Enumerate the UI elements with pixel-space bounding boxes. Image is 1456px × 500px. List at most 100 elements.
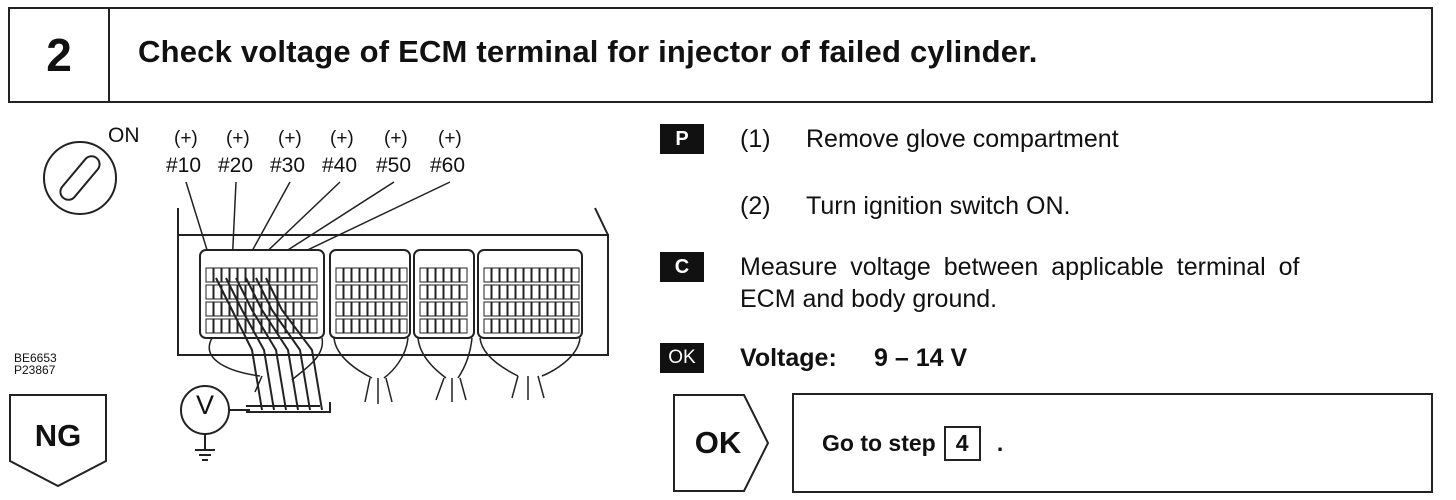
measure-text-line1: Measure voltage between applicable termi… [740, 253, 1300, 281]
measure-text-line2: ECM and body ground. [740, 285, 998, 313]
step-header [8, 7, 1433, 103]
connector-pin [245, 318, 254, 334]
connector-pin [335, 267, 344, 283]
connector-pin [269, 318, 278, 334]
connector-pin [483, 318, 492, 334]
connector-pin [269, 284, 278, 300]
connector-pin [499, 267, 508, 283]
connector-pin [285, 284, 294, 300]
connector-pin [245, 301, 254, 317]
connector-pin [269, 301, 278, 317]
connector-pin [571, 301, 580, 317]
connector-pin [427, 267, 436, 283]
connector-pin [399, 318, 408, 334]
p-badge: P [660, 124, 704, 154]
connector-pin [491, 284, 500, 300]
terminal-polarity: (+) [278, 128, 302, 149]
connector-pin [515, 267, 524, 283]
connector-pin [531, 284, 540, 300]
connector-pin [221, 301, 230, 317]
step2-text: Turn ignition switch ON. [806, 192, 1071, 220]
connector-pin [547, 267, 556, 283]
connector-pin [443, 318, 452, 334]
connector-pin [205, 267, 214, 283]
connector-pin [483, 301, 492, 317]
connector-pin [229, 301, 238, 317]
connector-pin [435, 267, 444, 283]
connector-pin [309, 301, 318, 317]
connector-pin [443, 284, 452, 300]
connector-pin [555, 267, 564, 283]
connector-pin [261, 267, 270, 283]
connector-pin [205, 318, 214, 334]
connector-pin [555, 301, 564, 317]
connector-pin [427, 301, 436, 317]
connector-pin [367, 301, 376, 317]
connector-pin [301, 318, 310, 334]
connector-pin [335, 318, 344, 334]
terminal-name: #40 [322, 154, 358, 177]
connector-pin [547, 318, 556, 334]
terminal-polarity: (+) [330, 128, 354, 149]
connector-pin [523, 301, 532, 317]
terminal-polarity: (+) [174, 128, 198, 149]
connector-pin [375, 318, 384, 334]
connector-pin [277, 301, 286, 317]
connector-pin [229, 267, 238, 283]
connector-pin [367, 318, 376, 334]
connector-pin [277, 318, 286, 334]
connector-pin [499, 301, 508, 317]
connector-pin [293, 301, 302, 317]
connector-pin [237, 301, 246, 317]
connector-pin [435, 284, 444, 300]
connector-pin [351, 318, 360, 334]
ok-result-marker [673, 394, 770, 492]
connector-pin [571, 318, 580, 334]
connector-pin [237, 284, 246, 300]
connector-pin [399, 284, 408, 300]
connector-pin [277, 284, 286, 300]
connector-pin [499, 318, 508, 334]
connector-pin [359, 267, 368, 283]
connector-pin [205, 301, 214, 317]
connector-pin [391, 301, 400, 317]
connector-pin [237, 318, 246, 334]
connector-pin [435, 318, 444, 334]
terminal-polarity: (+) [226, 128, 250, 149]
connector-pin [523, 284, 532, 300]
connector-pin [375, 267, 384, 283]
terminal-polarity: (+) [384, 128, 408, 149]
connector-pin [507, 284, 516, 300]
connector-pin [277, 267, 286, 283]
step2-number: (2) [740, 192, 771, 220]
connector-pin [351, 284, 360, 300]
step1-number: (1) [740, 125, 771, 153]
connector-pin [335, 284, 344, 300]
connector-pin [301, 301, 310, 317]
step-reference-link[interactable]: 4 [943, 426, 981, 461]
connector-pin [571, 284, 580, 300]
connector-pin [293, 284, 302, 300]
connector-pin [563, 267, 572, 283]
ignition-on-label: ON [108, 124, 140, 147]
connector-pin [293, 267, 302, 283]
connector-pin [213, 301, 222, 317]
terminal-polarity: (+) [438, 128, 462, 149]
connector-pin [375, 284, 384, 300]
connector-pin [523, 318, 532, 334]
connector-pin [343, 318, 352, 334]
connector-pin [359, 318, 368, 334]
connector-pin [531, 318, 540, 334]
connector-pin [483, 284, 492, 300]
go-to-suffix: . [996, 430, 1004, 456]
connector-pin [459, 301, 468, 317]
c-badge: C [660, 252, 704, 282]
connector-pin [205, 284, 214, 300]
terminal-name: #60 [430, 154, 466, 177]
connector-pin [563, 301, 572, 317]
voltage-value: 9 – 14 V [874, 344, 968, 372]
connector-pin [229, 318, 238, 334]
connector-pin [375, 301, 384, 317]
connector-pin [383, 318, 392, 334]
connector-pin [539, 284, 548, 300]
